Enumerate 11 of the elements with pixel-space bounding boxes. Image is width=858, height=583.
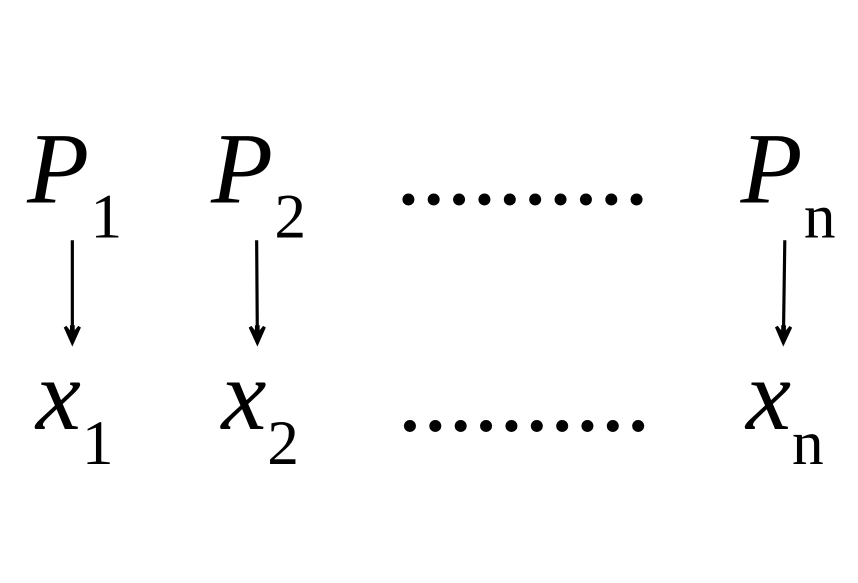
arrow	[248, 240, 266, 344]
label: ..........	[396, 114, 650, 226]
arrow	[64, 240, 82, 344]
arrow	[774, 240, 792, 344]
node-text: x$_{n}$	[746, 338, 824, 478]
node-text: x$_{1}$	[36, 338, 114, 478]
node-text: P$_{1}$	[27, 112, 122, 252]
node-text: P$_{2}$	[211, 112, 306, 252]
label: ..........	[397, 340, 651, 453]
node-text: P$_{n}$	[740, 112, 836, 252]
node-text: x$_{2}$	[221, 338, 300, 478]
